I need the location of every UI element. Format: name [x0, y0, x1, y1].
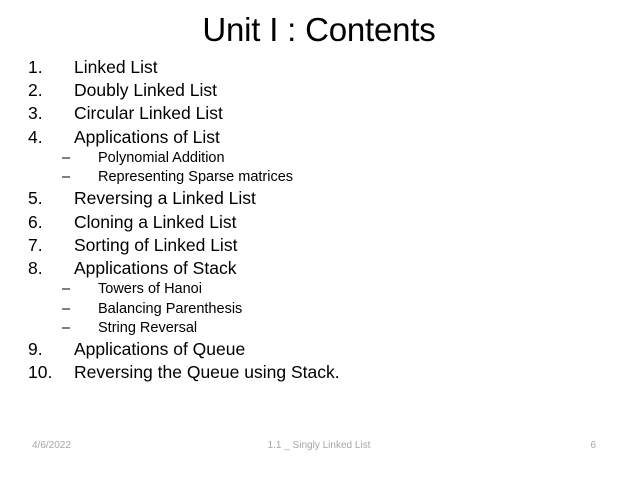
- page-title: Unit I : Contents: [202, 11, 436, 48]
- list-item: – Representing Sparse matrices: [0, 168, 638, 187]
- list-item-marker: 2.: [28, 80, 43, 101]
- list-item-marker: 9.: [28, 339, 43, 360]
- list-item: 2. Doubly Linked List: [0, 79, 638, 102]
- list-item-label: Applications of List: [74, 126, 220, 147]
- list-item-label: Reversing a Linked List: [74, 188, 256, 209]
- list-item-label: Towers of Hanoi: [98, 281, 202, 298]
- list-item: 6. Cloning a Linked List: [0, 211, 638, 234]
- list-item-marker: 3.: [28, 103, 43, 124]
- list-item-marker: –: [62, 149, 71, 166]
- list-item: 3. Circular Linked List: [0, 102, 638, 125]
- footer-page-number: 6: [590, 440, 596, 451]
- list-item-label: Balancing Parenthesis: [98, 300, 243, 317]
- list-item-label: Linked List: [74, 57, 158, 77]
- list-item: – Polynomial Addition: [0, 149, 638, 168]
- list-item-marker: –: [62, 169, 71, 186]
- list-item-marker: 8.: [28, 258, 43, 279]
- list-item-marker: –: [62, 300, 71, 317]
- list-item-marker: 6.: [28, 211, 43, 232]
- contents-list: 1. Linked List 2. Doubly Linked List 3. Circu…: [0, 56, 638, 385]
- list-item: 5. Reversing a Linked List: [0, 187, 638, 210]
- list-item: – Balancing Parenthesis: [0, 300, 638, 319]
- list-item: 10. Reversing the Queue using Stack.: [0, 361, 638, 384]
- list-item: – Towers of Hanoi: [0, 280, 638, 299]
- list-item: 7. Sorting of Linked List: [0, 234, 638, 257]
- list-item-label: Sorting of Linked List: [74, 234, 238, 255]
- list-item: 4. Applications of List: [0, 126, 638, 149]
- list-item: 9. Applications of Queue: [0, 338, 638, 361]
- list-item-label: Representing Sparse matrices: [98, 169, 294, 186]
- list-item-marker: –: [62, 319, 71, 336]
- list-item: 1. Linked List: [0, 56, 638, 79]
- list-item-label: String Reversal: [98, 319, 198, 336]
- list-item: – String Reversal: [0, 319, 638, 338]
- list-item-label: Applications of Stack: [74, 258, 237, 279]
- list-item-marker: 4.: [28, 126, 43, 147]
- list-item-label: Circular Linked List: [74, 103, 223, 124]
- list-item-label: Doubly Linked List: [74, 80, 217, 101]
- list-item-label: Cloning a Linked List: [74, 211, 237, 232]
- list-item-marker: 5.: [28, 188, 43, 209]
- slide-footer: 4/6/2022 1.1 _ Singly Linked List 6: [0, 434, 638, 478]
- list-item-label: Polynomial Addition: [98, 149, 225, 166]
- list-item-marker: 7.: [28, 234, 43, 255]
- list-item-marker: –: [62, 281, 71, 298]
- list-item-label: Reversing the Queue using Stack.: [74, 362, 340, 383]
- footer-date: 4/6/2022: [32, 440, 71, 451]
- footer-title: 1.1 _ Singly Linked List: [267, 440, 371, 451]
- list-item-label: Applications of Queue: [74, 339, 246, 360]
- list-item: 8. Applications of Stack: [0, 257, 638, 280]
- list-item-marker: 10.: [28, 362, 53, 383]
- list-item-marker: 1.: [28, 57, 43, 77]
